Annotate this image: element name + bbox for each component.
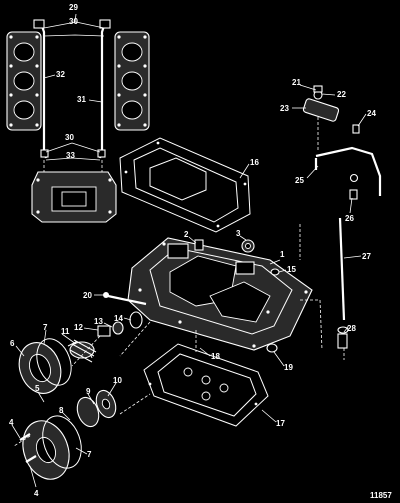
relief-valve-stack <box>67 292 147 363</box>
callout-25: 25 <box>295 176 304 185</box>
callout-30: 30 <box>65 133 74 142</box>
cylinder-head-cover-right <box>114 31 150 131</box>
cover-plate-upper <box>18 338 72 394</box>
callout-4: 4 <box>9 418 14 427</box>
callout-10: 10 <box>113 376 122 385</box>
callout-28: 28 <box>347 324 356 333</box>
callout-5: 5 <box>35 384 40 393</box>
cylinder-head-cover-left <box>6 31 42 131</box>
callout-27: 27 <box>362 252 371 261</box>
assembly-lines <box>13 117 345 447</box>
callout-31: 31 <box>77 95 86 104</box>
main-housing <box>127 237 313 351</box>
plug-fitting <box>194 239 204 251</box>
callout-15: 15 <box>287 265 296 274</box>
callout-6: 6 <box>10 339 15 348</box>
callout-7: 7 <box>87 450 92 459</box>
gasket-bottom <box>143 343 269 427</box>
callout-32: 32 <box>56 70 65 79</box>
callout-19: 19 <box>284 363 293 372</box>
callout-21: 21 <box>292 78 301 87</box>
callout-2: 2 <box>184 230 189 239</box>
callout-labels: 29 30 32 31 30 33 21 22 23 24 25 26 16 2… <box>9 3 376 498</box>
callout-24: 24 <box>367 109 376 118</box>
callout-18: 18 <box>211 352 220 361</box>
callout-16: 16 <box>250 158 259 167</box>
callout-12: 12 <box>74 323 83 332</box>
callout-13: 13 <box>94 317 103 326</box>
adapter-housing <box>31 171 117 223</box>
callout-11: 11 <box>61 327 70 336</box>
callout-20: 20 <box>83 291 92 300</box>
callout-14: 14 <box>114 314 123 323</box>
lever-assembly <box>302 85 382 349</box>
callout-8: 8 <box>59 406 64 415</box>
callout-7: 7 <box>43 323 48 332</box>
figure-number: 11857 <box>370 491 392 500</box>
callout-1: 1 <box>280 250 285 259</box>
callout-9: 9 <box>86 387 91 396</box>
callout-23: 23 <box>280 104 289 113</box>
callout-22: 22 <box>337 90 346 99</box>
callout-3: 3 <box>236 229 241 238</box>
callout-17: 17 <box>276 419 285 428</box>
callout-26: 26 <box>345 214 354 223</box>
callout-29: 29 <box>69 3 78 12</box>
pump-cover-lower <box>19 389 117 480</box>
callout-30: 30 <box>69 17 78 26</box>
callout-33: 33 <box>66 151 75 160</box>
seal-ring <box>270 268 280 276</box>
gasket-top <box>119 137 251 233</box>
plug-19 <box>266 343 278 353</box>
leader-lines <box>11 13 367 488</box>
water-hoses <box>33 19 111 159</box>
callout-4: 4 <box>34 489 39 498</box>
